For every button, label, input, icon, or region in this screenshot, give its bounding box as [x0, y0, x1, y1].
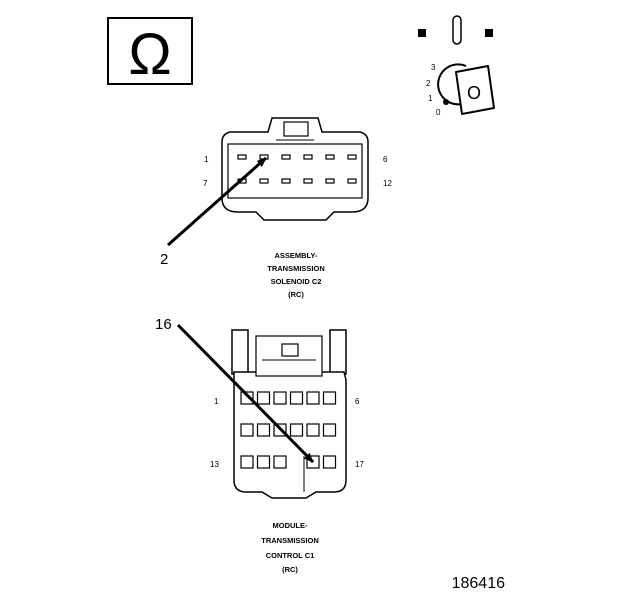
key-head	[455, 65, 495, 115]
c2-callout-number: 2	[160, 251, 168, 268]
c1-pin-cavity	[273, 455, 287, 469]
c1-callout-arrow	[176, 323, 315, 464]
c1-callout-number: 16	[155, 316, 172, 333]
c2-pin-cavity	[259, 178, 269, 184]
c2-caption-line-4: (RC)	[288, 290, 304, 299]
c2-caption-line-1: ASSEMBLY-	[274, 251, 318, 260]
connector-c1-right-ear	[329, 329, 347, 375]
c2-callout-arrow	[167, 156, 267, 247]
ignition-position-0: 0	[436, 108, 441, 117]
ohm-box	[107, 17, 193, 85]
c1-pin-cavity	[256, 423, 271, 437]
c1-pin-label-top-right: 6	[355, 397, 360, 406]
ignition-position-dot	[443, 99, 449, 105]
c2-caption-line-3: SOLENOID C2	[271, 277, 322, 286]
key-slot	[452, 15, 462, 45]
c2-caption-line-2: TRANSMISSION	[267, 264, 325, 273]
c1-pin-cavity	[256, 391, 271, 405]
connector-c2: 1 6 7 12 2 ASSEMBLY- TRANSMISSION SOLENO…	[160, 117, 392, 299]
c2-pin-cavity	[347, 154, 357, 160]
c1-pin-cavity	[240, 455, 254, 469]
c2-pin-cavity	[325, 178, 335, 184]
c1-pin-cavity	[273, 391, 287, 405]
c1-caption-line-2: TRANSMISSION	[261, 536, 319, 545]
c1-pin-cavity	[322, 391, 337, 405]
c1-pin-cavity	[322, 423, 337, 437]
key-icon: O	[467, 83, 481, 103]
c1-pin-label-bottom-left: 13	[210, 460, 219, 469]
key-status-square-left	[418, 29, 426, 37]
c1-caption-line-4: (RC)	[282, 565, 298, 574]
c2-pin-cavity	[237, 154, 247, 160]
ignition-position-1: 1	[428, 94, 433, 103]
c1-caption-line-1: MODULE-	[273, 521, 308, 530]
ignition-key-symbol: 3 2 1 0 O	[418, 15, 495, 117]
ignition-position-3: 3	[431, 63, 436, 72]
c2-pin-label-top-left: 1	[204, 155, 209, 164]
c2-pin-label-bottom-left: 7	[203, 179, 208, 188]
c2-pin-cavity	[347, 178, 357, 184]
c1-pin-cavity	[289, 391, 304, 405]
c2-pin-cavity	[303, 154, 313, 160]
c1-pin-cavity	[240, 423, 254, 437]
connector-c1-left-ear	[231, 329, 249, 375]
ignition-switch-ring	[437, 63, 467, 106]
c1-pin-cavity	[256, 455, 271, 469]
ohm-icon: Ω	[128, 22, 171, 87]
c2-pin-label-top-right: 6	[383, 155, 388, 164]
ohmmeter-symbol: Ω	[107, 17, 193, 87]
connector-c1: 1 6 13 17 16 MODULE- TRANSMISSION CONTRO…	[155, 316, 364, 574]
connector-c2-cavity-frame	[227, 143, 363, 199]
ignition-position-2: 2	[426, 79, 431, 88]
c2-pin-cavity	[303, 178, 313, 184]
c1-caption-line-3: CONTROL C1	[266, 551, 315, 560]
connector-c2-pin-grid	[237, 154, 357, 184]
c1-pin-cavity	[240, 391, 254, 405]
c1-pin-cavity	[322, 455, 337, 469]
c1-pin-label-top-left: 1	[214, 397, 219, 406]
c2-pin-cavity	[281, 178, 291, 184]
connector-c2-latch	[283, 121, 309, 137]
c2-pin-cavity	[325, 154, 335, 160]
figure-number: 186416	[452, 575, 505, 592]
c1-pin-cavity	[306, 391, 320, 405]
c1-pin-cavity	[306, 423, 320, 437]
c2-pin-label-bottom-right: 12	[383, 179, 392, 188]
connector-c1-latch	[281, 343, 299, 357]
key-status-square-right	[485, 29, 493, 37]
c1-pin-cavity	[289, 423, 304, 437]
c1-pin-label-bottom-right: 17	[355, 460, 364, 469]
c2-pin-cavity	[281, 154, 291, 160]
